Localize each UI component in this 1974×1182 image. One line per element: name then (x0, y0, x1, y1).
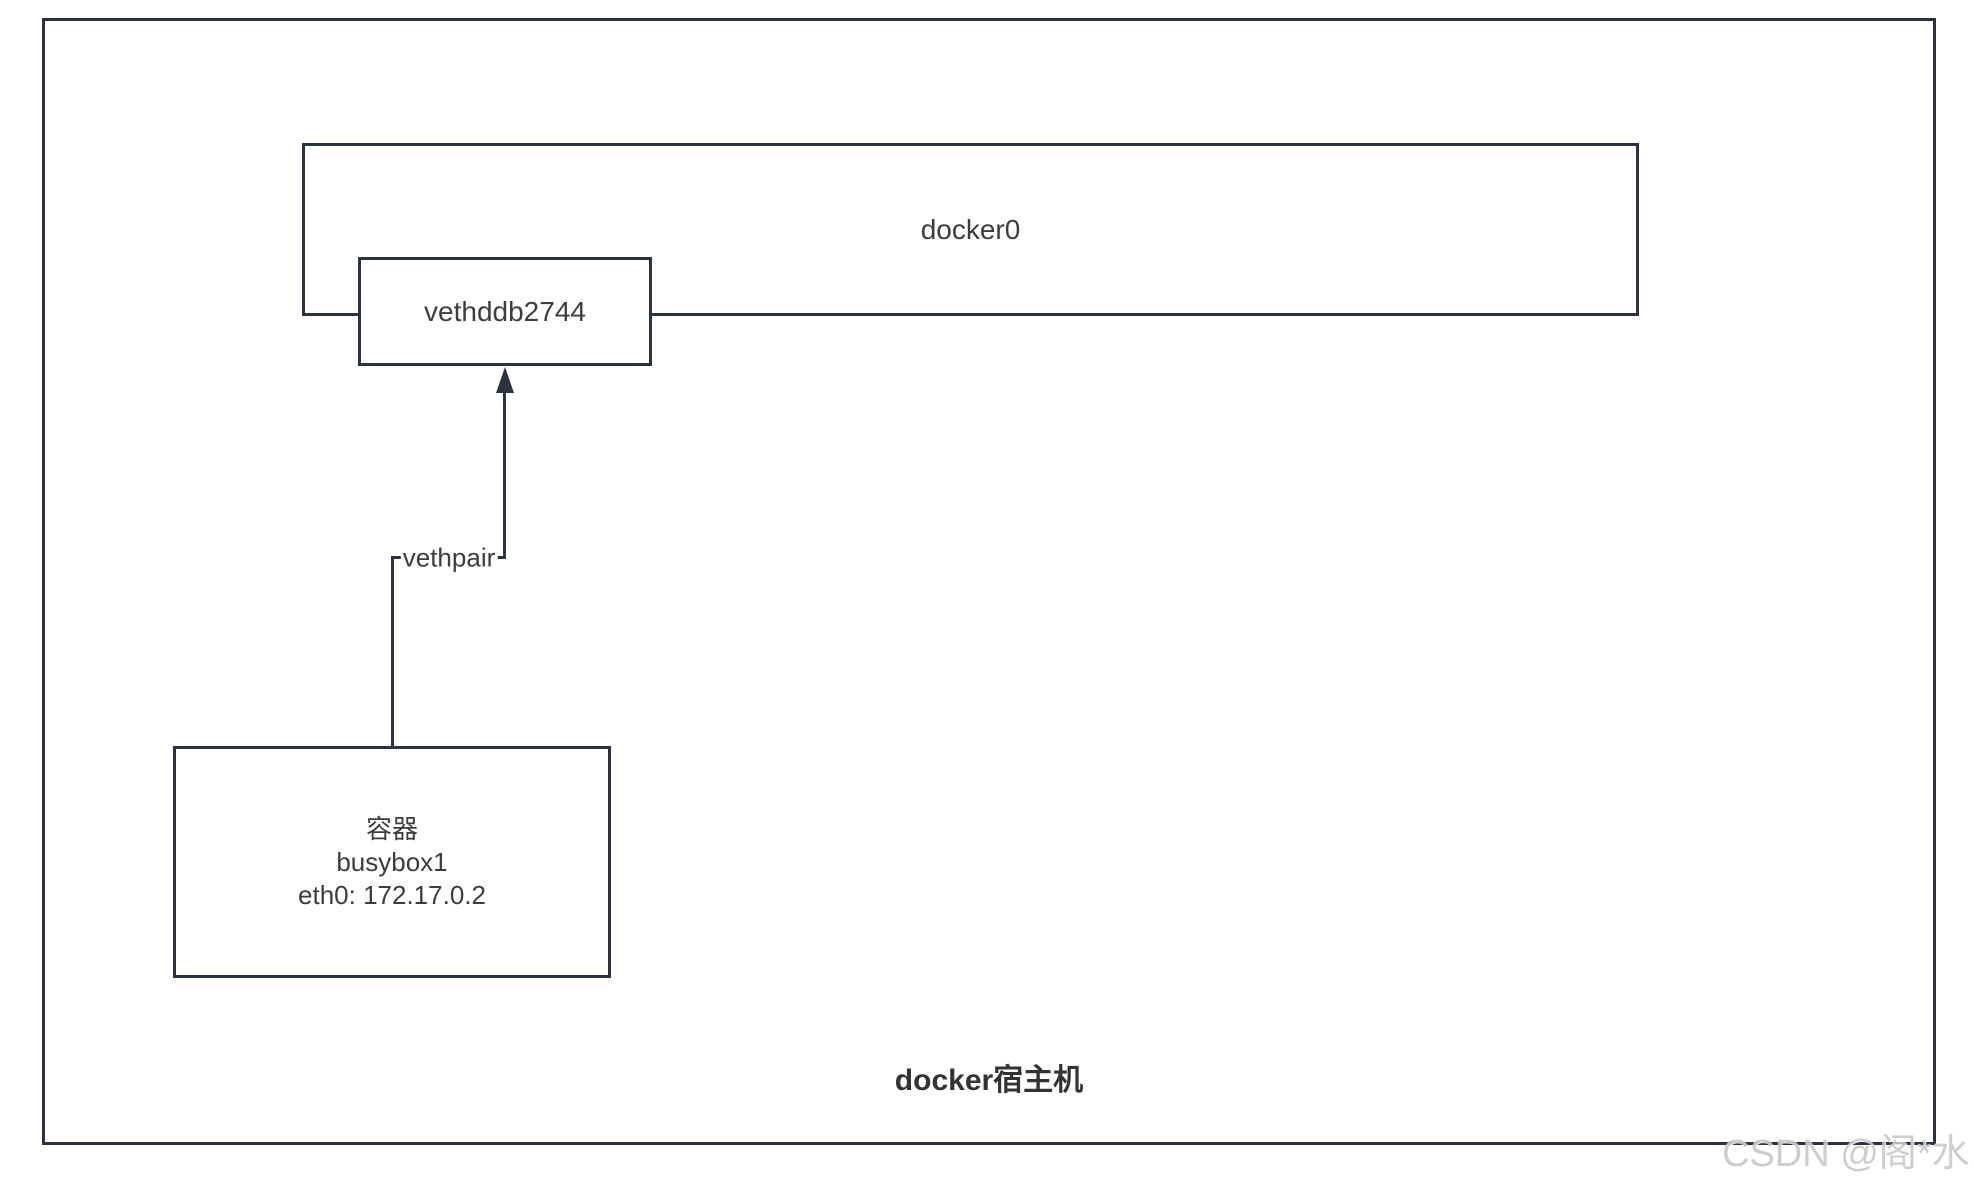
container-type-label: 容器 (365, 813, 418, 844)
arrow-up-icon (496, 367, 514, 393)
csdn-watermark: CSDN @阁*水 (1722, 1133, 1970, 1175)
veth-interface-label: vethddb2744 (424, 295, 586, 327)
veth-interface-box: vethddb2744 (358, 257, 652, 366)
docker0-bridge-label: docker0 (920, 213, 1021, 245)
vethpair-edge-label: vethpair (400, 541, 498, 575)
container-name-label: busybox1 (336, 846, 448, 877)
container-box: 容器 busybox1 eth0: 172.17.0.2 (173, 746, 611, 978)
container-eth0-ip-label: eth0: 172.17.0.2 (298, 879, 486, 910)
veth-connector-upper-line (503, 384, 506, 559)
veth-connector-lower-line (391, 556, 394, 748)
docker-host-caption: docker宿主机 (894, 1064, 1084, 1097)
docker-host-box (42, 18, 1936, 1145)
docker0-bridge-box: docker0 (302, 143, 1639, 316)
